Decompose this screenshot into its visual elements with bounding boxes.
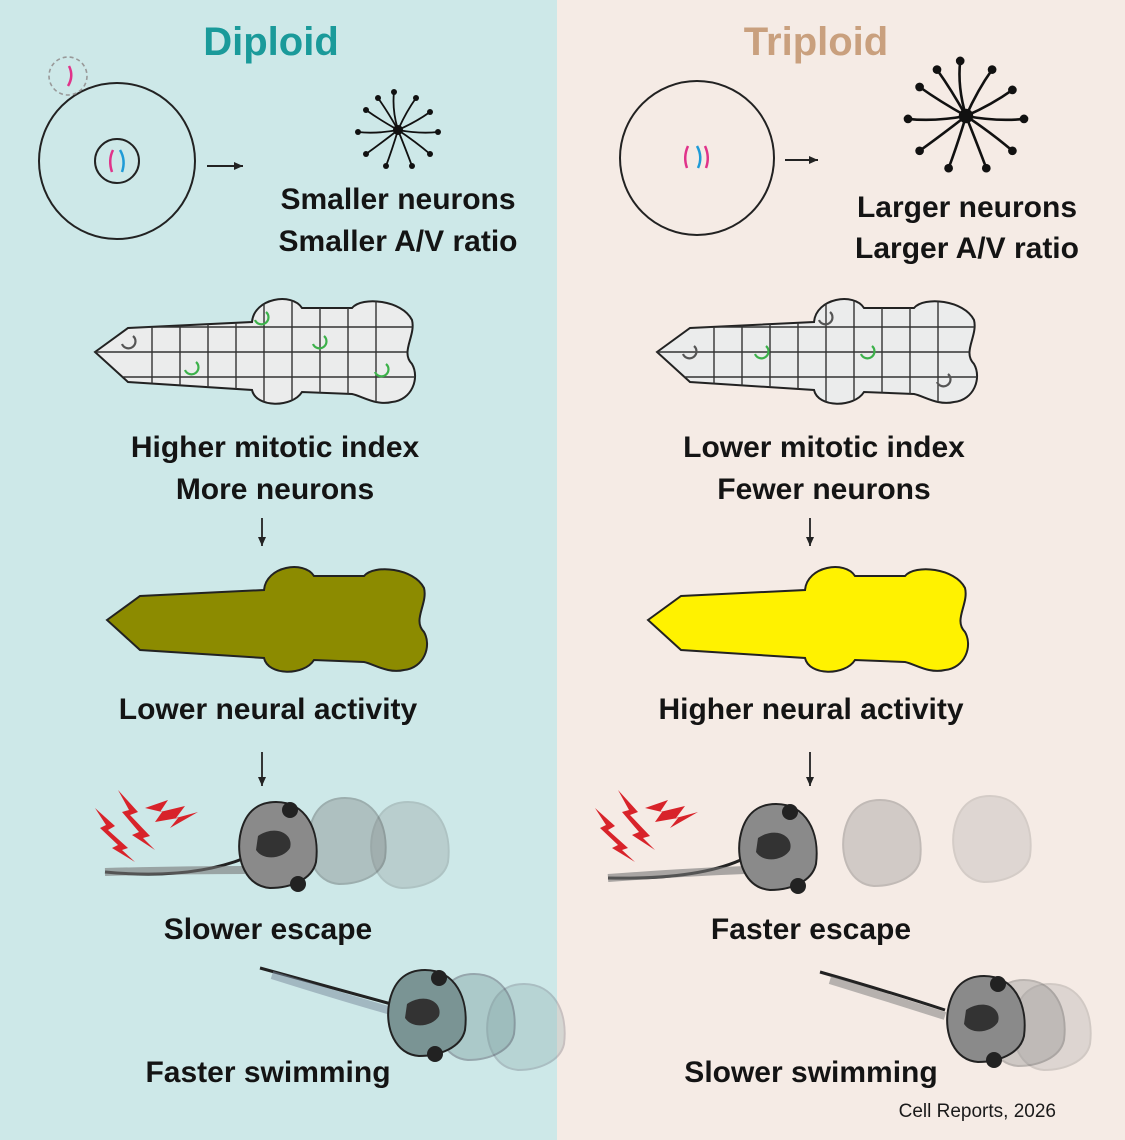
triploid-swimming: Slower swimming xyxy=(684,1056,938,1089)
triploid-activity: Higher neural activity xyxy=(658,693,964,726)
diploid-av-ratio: Smaller A/V ratio xyxy=(278,225,518,258)
lightning-icon xyxy=(95,790,198,862)
source-caption: Cell Reports, 2026 xyxy=(898,1101,1056,1122)
diploid-swimming-tadpole-icon xyxy=(259,966,566,1071)
diploid-escape: Slower escape xyxy=(163,913,373,946)
mitosis-icon xyxy=(120,311,390,378)
triploid-neuron-size: Larger neurons xyxy=(856,191,1078,224)
diploid-brain-icon xyxy=(106,566,429,673)
diploid-mitotic: Higher mitotic index xyxy=(130,431,420,464)
triploid-escape: Faster escape xyxy=(710,913,912,946)
neuron-icon xyxy=(902,55,1030,174)
triploid-cell-icon xyxy=(619,80,775,236)
neuron-icon xyxy=(354,88,442,170)
triploid-title: Triploid xyxy=(743,20,889,64)
chromosome-icon xyxy=(684,145,690,169)
lightning-icon xyxy=(595,790,698,862)
mitosis-icon xyxy=(681,311,952,388)
triploid-av-ratio: Larger A/V ratio xyxy=(855,232,1079,265)
diploid-cell-icon xyxy=(38,82,196,240)
triploid-brain-icon xyxy=(647,566,970,673)
diploid-title: Diploid xyxy=(203,20,339,64)
diploid-activity: Lower neural activity xyxy=(118,693,418,726)
diploid-escape-tadpole-icon xyxy=(104,797,450,892)
triploid-mitotic: Lower mitotic index xyxy=(683,431,965,464)
polar-body-icon xyxy=(48,56,88,96)
diploid-neuron-count: More neurons xyxy=(175,473,375,506)
triploid-swimming-tadpole-icon xyxy=(819,970,1092,1071)
triploid-brain-grid-icon xyxy=(656,298,979,405)
diploid-brain-grid-icon xyxy=(94,298,417,405)
diploid-neuron-size: Smaller neurons xyxy=(280,183,516,216)
triploid-neuron-count: Fewer neurons xyxy=(717,473,931,506)
triploid-escape-tadpole-icon xyxy=(607,795,1032,894)
diploid-swimming: Faster swimming xyxy=(145,1056,391,1089)
chromosome-icon xyxy=(109,149,125,173)
